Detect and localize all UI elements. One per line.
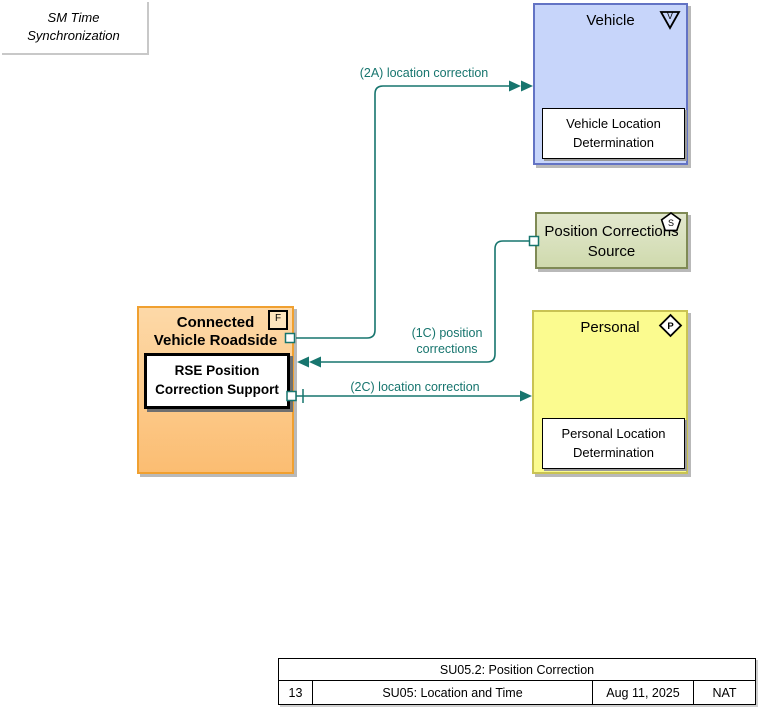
flow-label-2a[interactable]: (2A) location correction (359, 66, 489, 80)
title-block: SU05.2: Position Correction 13 SU05: Loc… (278, 658, 756, 705)
diagram-title: SU05.2: Position Correction (279, 659, 755, 681)
service-package-name: SU05: Location and Time (313, 681, 593, 704)
functional-object-personal-location-determination[interactable]: Personal Location Determination (542, 418, 685, 469)
element-title: Personal (580, 319, 640, 336)
personal-diamond-icon: P (658, 313, 683, 338)
element-title: Vehicle (586, 12, 635, 29)
flow-label-2c[interactable]: (2C) location correction (350, 380, 480, 394)
functional-object-rse-position-correction-support[interactable]: RSE Position Correction Support (144, 353, 290, 409)
element-connected-vehicle-roadside[interactable]: Connected Vehicle Roadside F RSE Positio… (137, 306, 294, 474)
functional-object-vehicle-location-determination[interactable]: Vehicle Location Determination (542, 108, 685, 159)
sheet-number: 13 (279, 681, 313, 704)
element-position-corrections-source[interactable]: Position Corrections Source S (535, 212, 688, 269)
field-square-icon: F (268, 310, 288, 330)
element-title: Position Corrections Source (544, 223, 679, 261)
element-personal[interactable]: Personal P Personal Location Determinati… (532, 310, 688, 474)
flow-label-1c[interactable]: (1C) position corrections (411, 326, 483, 356)
source-pentagon-icon: S (660, 212, 682, 232)
date: Aug 11, 2025 (593, 681, 694, 704)
flow-2a-location-correction[interactable] (296, 80, 533, 339)
element-title: Connected Vehicle Roadside (153, 314, 278, 349)
element-vehicle[interactable]: Vehicle V Vehicle Location Determination (533, 3, 688, 165)
svg-text:S: S (668, 218, 674, 228)
vehicle-triangle-icon: V (659, 11, 681, 30)
note-sm-time-synchronization: SM Time Synchronization (0, 0, 147, 53)
svg-text:V: V (667, 11, 673, 21)
svg-text:P: P (667, 321, 674, 332)
region: NAT (712, 685, 737, 700)
